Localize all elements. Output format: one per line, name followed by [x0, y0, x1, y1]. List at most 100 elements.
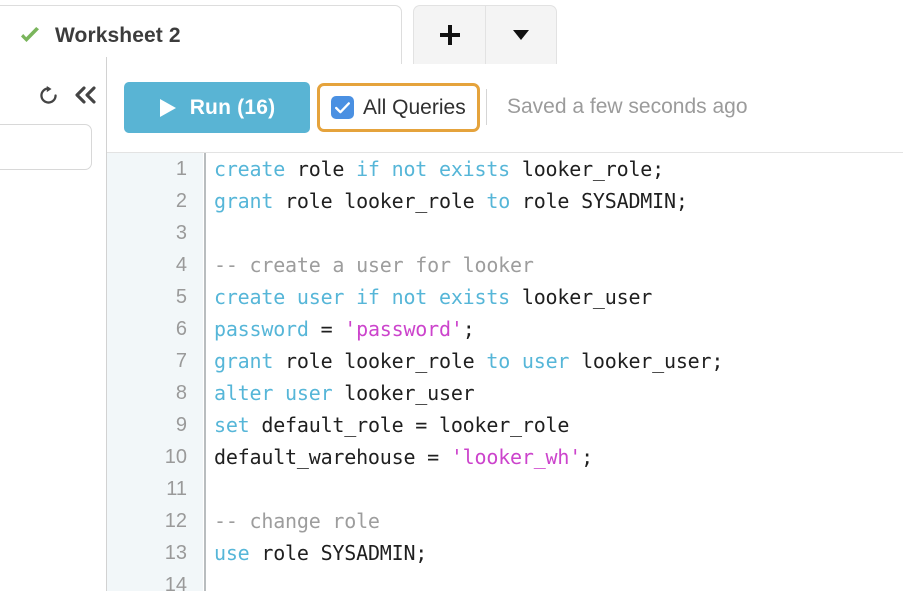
code-line[interactable]: 8 alter user looker_user: [107, 377, 903, 409]
code-line[interactable]: 14: [107, 569, 903, 591]
code-token: default_warehouse =: [214, 445, 451, 469]
toolbar-separator: [486, 89, 487, 125]
line-number-gutter: [107, 153, 203, 591]
collapse-left-icon: [75, 86, 96, 104]
line-content[interactable]: -- create a user for looker: [214, 249, 534, 281]
line-number: 9: [175, 414, 187, 436]
line-number: 8: [175, 382, 187, 404]
code-token: default_role = looker_role: [249, 413, 570, 437]
code-token: role looker_role: [273, 349, 487, 373]
code-line[interactable]: 9 set default_role = looker_role: [107, 409, 903, 441]
left-panel-actions: [36, 82, 98, 108]
editor-toolbar: Run (16) All Queries Saved a few seconds…: [107, 66, 903, 153]
code-line[interactable]: 10 default_warehouse = 'looker_wh';: [107, 441, 903, 473]
line-content[interactable]: -- change role: [214, 505, 380, 537]
play-icon: [159, 98, 176, 117]
code-token: alter user: [214, 381, 333, 405]
line-content[interactable]: set default_role = looker_role: [214, 409, 569, 441]
code-token: -- create a user for looker: [214, 253, 534, 277]
add-worksheet-button[interactable]: [413, 5, 485, 65]
line-number: 5: [175, 286, 187, 308]
code-line[interactable]: 11: [107, 473, 903, 505]
code-token: if not exists: [356, 157, 511, 181]
all-queries-checkbox[interactable]: All Queries: [317, 83, 480, 132]
code-token: ;: [462, 317, 475, 341]
line-content[interactable]: grant role looker_role to user looker_us…: [214, 345, 723, 377]
code-line[interactable]: 7 grant role looker_role to user looker_u…: [107, 345, 903, 377]
refresh-button[interactable]: [36, 82, 60, 108]
search-input[interactable]: [0, 124, 92, 170]
line-content[interactable]: create user if not exists looker_user: [214, 281, 652, 313]
tab-title: Worksheet 2: [55, 24, 181, 47]
all-queries-label: All Queries: [363, 95, 466, 119]
check-icon: [21, 27, 39, 42]
code-line[interactable]: 3: [107, 217, 903, 249]
plus-icon: [439, 25, 460, 45]
code-token: create user if not exists: [214, 285, 511, 309]
code-line[interactable]: 12 -- change role: [107, 505, 903, 537]
code-token: =: [308, 317, 345, 341]
code-token: ;: [581, 445, 593, 469]
line-content[interactable]: create role if not exists looker_role;: [214, 153, 664, 185]
code-token: to user: [486, 349, 570, 373]
saved-status: Saved a few seconds ago: [507, 95, 748, 118]
code-token: grant: [214, 349, 274, 373]
checkmark-icon: [335, 101, 350, 113]
code-token: to: [486, 189, 511, 213]
code-token: 'looker_wh': [450, 445, 582, 469]
line-number: 2: [175, 190, 187, 212]
code-token: role looker_role: [273, 189, 487, 213]
code-line[interactable]: 2 grant role looker_role to role SYSADMIN…: [107, 185, 903, 217]
line-number: 11: [166, 478, 187, 500]
tab-actions: [413, 5, 557, 65]
code-token: role SYSADMIN;: [249, 541, 428, 565]
code-token: grant: [214, 189, 274, 213]
line-number: 14: [164, 574, 187, 591]
left-panel: [0, 66, 106, 591]
code-token: looker_user: [510, 285, 653, 309]
line-number: 13: [164, 542, 187, 564]
line-number: 12: [164, 510, 187, 532]
code-token: 'password': [344, 317, 463, 341]
gutter-rule: [204, 153, 206, 591]
line-number: 10: [164, 446, 187, 468]
code-token: looker_role;: [510, 157, 664, 181]
code-token: set: [214, 413, 250, 437]
code-line[interactable]: 6 password = 'password';: [107, 313, 903, 345]
run-button-label: Run (16): [189, 95, 276, 119]
code-token: create: [214, 157, 286, 181]
line-content[interactable]: password = 'password';: [214, 313, 475, 345]
refresh-icon: [39, 85, 57, 104]
line-number: 4: [175, 254, 187, 276]
code-token: -- change role: [214, 509, 380, 533]
line-content[interactable]: default_warehouse = 'looker_wh';: [214, 441, 593, 473]
code-token: role SYSADMIN;: [510, 189, 688, 213]
code-line[interactable]: 1 create role if not exists looker_role;: [107, 153, 903, 185]
code-line[interactable]: 5 create user if not exists looker_user: [107, 281, 903, 313]
code-token: use: [214, 541, 250, 565]
code-token: password: [214, 317, 309, 341]
code-token: looker_user: [332, 381, 475, 405]
tab-bar: Worksheet 2: [0, 0, 903, 66]
chevron-down-icon: [513, 30, 529, 40]
run-button[interactable]: Run (16): [124, 82, 310, 133]
code-token: role: [285, 157, 357, 181]
line-content[interactable]: alter user looker_user: [214, 377, 475, 409]
tab-worksheet-2[interactable]: Worksheet 2: [0, 5, 402, 66]
line-number: 1: [175, 158, 187, 180]
line-number: 3: [175, 222, 187, 244]
line-content[interactable]: grant role looker_role to role SYSADMIN;: [214, 185, 688, 217]
line-number: 6: [175, 318, 187, 340]
panel-divider: [106, 57, 107, 591]
collapse-panel-button[interactable]: [74, 82, 98, 108]
line-content[interactable]: use role SYSADMIN;: [214, 537, 427, 569]
code-line[interactable]: 4 -- create a user for looker: [107, 249, 903, 281]
worksheet-menu-button[interactable]: [485, 5, 557, 65]
code-line[interactable]: 13 use role SYSADMIN;: [107, 537, 903, 569]
line-number: 7: [175, 350, 187, 372]
checkbox-box[interactable]: [331, 96, 354, 119]
code-token: looker_user;: [569, 349, 724, 373]
